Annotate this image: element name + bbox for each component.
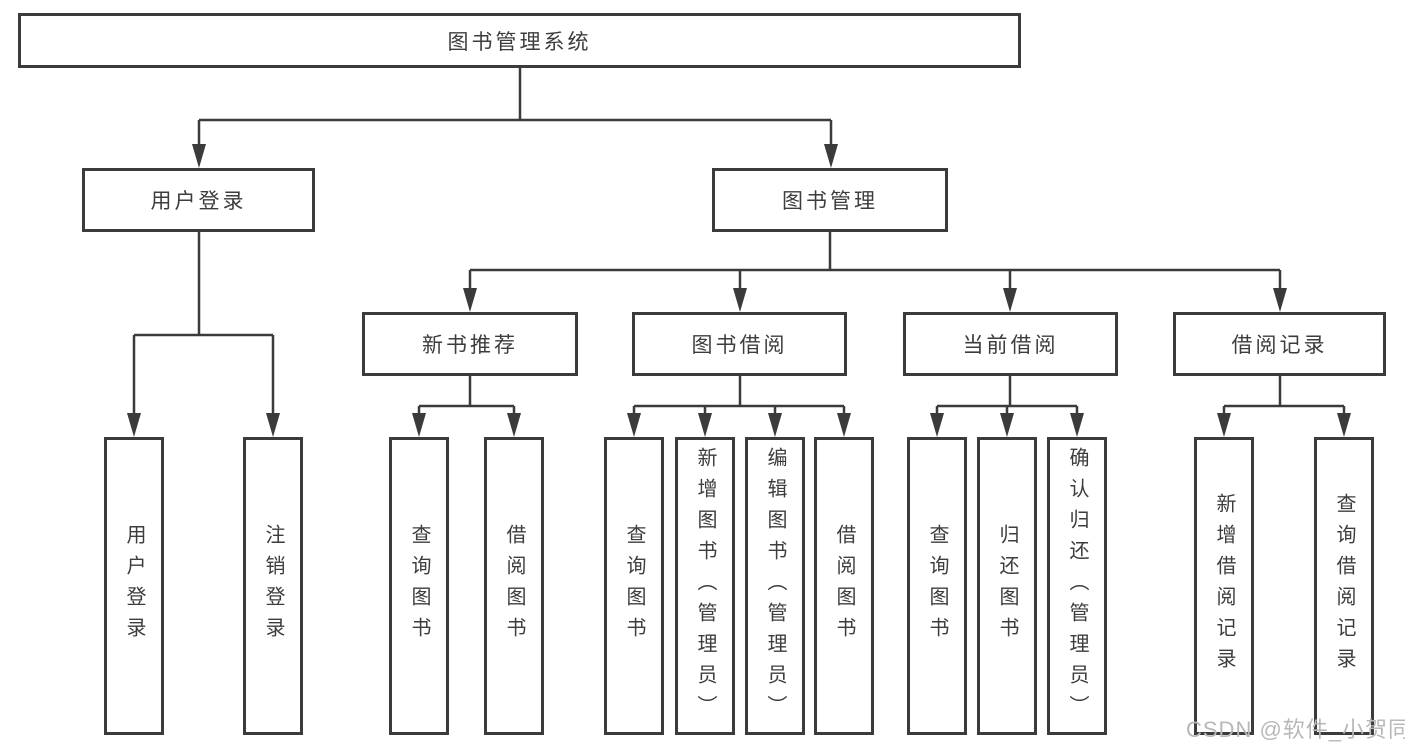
leaf-add-borrow-record: 新增借阅记录 — [1194, 437, 1254, 735]
node-label: 新书推荐 — [422, 334, 518, 357]
leaf-query-books-borrow: 查询图书 — [604, 437, 664, 735]
leaf-label: 查询借阅记录 — [1333, 493, 1355, 679]
leaf-borrow-books-recommend: 借阅图书 — [484, 437, 544, 735]
leaf-confirm-return-admin: 确认归还（管理员） — [1047, 437, 1107, 735]
leaf-label: 新增借阅记录 — [1213, 493, 1235, 679]
node-book-management: 图书管理 — [712, 168, 948, 232]
leaf-label: 确认归还（管理员） — [1066, 446, 1088, 726]
node-new-book-recommendation: 新书推荐 — [362, 312, 578, 376]
leaf-logout: 注销登录 — [243, 437, 303, 735]
leaf-borrow-books: 借阅图书 — [814, 437, 874, 735]
node-label: 图书管理 — [782, 190, 878, 213]
leaf-query-books-current: 查询图书 — [907, 437, 967, 735]
node-label: 当前借阅 — [962, 334, 1059, 357]
node-borrowing-records: 借阅记录 — [1173, 312, 1386, 376]
node-current-borrowing: 当前借阅 — [903, 312, 1118, 376]
node-label: 图书管理系统 — [447, 30, 592, 54]
leaf-return-books: 归还图书 — [977, 437, 1037, 735]
node-library-management-system: 图书管理系统 — [18, 13, 1021, 68]
leaf-label: 借阅图书 — [503, 524, 525, 648]
leaf-label: 查询图书 — [623, 524, 645, 648]
leaf-label: 查询图书 — [926, 524, 948, 648]
leaf-label: 编辑图书（管理员） — [764, 446, 786, 726]
csdn-watermark: CSDN @软件_小贺同学 — [1186, 717, 1405, 742]
node-label: 图书借阅 — [691, 334, 788, 357]
leaf-query-books-recommend: 查询图书 — [389, 437, 449, 735]
leaf-add-books-admin: 新增图书（管理员） — [675, 437, 735, 735]
leaf-label: 查询图书 — [408, 524, 430, 648]
leaf-label: 注销登录 — [262, 524, 284, 648]
leaf-user-login: 用户登录 — [104, 437, 164, 735]
leaf-label: 用户登录 — [123, 524, 145, 648]
leaf-query-borrow-record: 查询借阅记录 — [1314, 437, 1374, 735]
leaf-label: 新增图书（管理员） — [694, 446, 716, 726]
node-user-login: 用户登录 — [82, 168, 315, 232]
node-label: 用户登录 — [150, 190, 247, 213]
leaf-edit-books-admin: 编辑图书（管理员） — [745, 437, 805, 735]
node-label: 借阅记录 — [1231, 334, 1328, 357]
leaf-label: 借阅图书 — [833, 524, 855, 648]
leaf-label: 归还图书 — [996, 524, 1018, 648]
node-book-borrowing: 图书借阅 — [632, 312, 847, 376]
